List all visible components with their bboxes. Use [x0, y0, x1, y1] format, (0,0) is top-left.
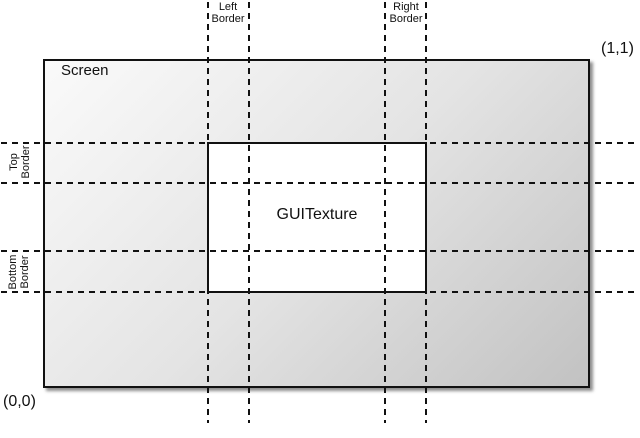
right-border-label-line2: Border: [389, 13, 423, 25]
left-border-inset-guide-line: [248, 2, 250, 423]
right-border-label: Right Border: [382, 1, 430, 25]
bottom-border-label: Bottom Border: [7, 250, 31, 294]
bottom-border-label-line1: Bottom: [7, 254, 19, 290]
guitexture-label: GUITexture: [276, 205, 358, 223]
left-border-label: Left Border: [204, 1, 252, 25]
bottom-border-label-line2: Border: [19, 255, 31, 289]
left-border-label-line2: Border: [211, 13, 245, 25]
top-border-inset-guide-line: [1, 182, 638, 184]
top-border-label-line1: Top: [8, 153, 20, 171]
screen-label: Screen: [61, 62, 109, 79]
left-border-label-line1: Left: [218, 1, 238, 13]
bottom-border-inset-guide-line: [1, 250, 638, 252]
coordinate-label-origin: (0,0): [3, 393, 36, 410]
right-border-label-line1: Right: [393, 1, 419, 13]
top-border-label-line2: Border: [20, 145, 32, 179]
top-border-label: Top Border: [8, 142, 32, 182]
right-border-inset-guide-line: [384, 2, 386, 423]
coordinate-label-top-right: (1,1): [601, 40, 634, 57]
guitexture-rect: [207, 142, 427, 293]
